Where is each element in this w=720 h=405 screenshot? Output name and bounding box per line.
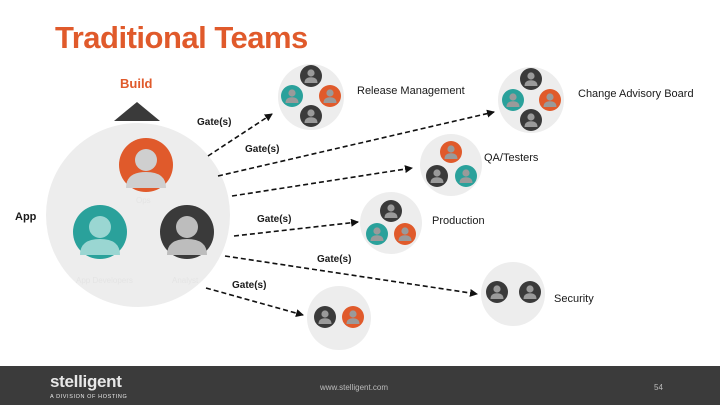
team-label-security: Security (554, 293, 594, 305)
security-group (481, 262, 545, 326)
gate-arrow-security (224, 255, 478, 297)
ops-role-label: Ops (136, 196, 151, 205)
build-label: Build (120, 76, 153, 91)
team-label-production: Production (432, 215, 485, 227)
app-circle (46, 123, 230, 307)
gate-arrow-qa (231, 165, 413, 197)
brand-logo: stelligent (50, 372, 122, 391)
developer-avatar (73, 205, 127, 259)
cab-group (498, 67, 564, 133)
gate-label-bottom: Gate(s) (232, 280, 267, 291)
qa-group (420, 134, 482, 196)
footer-url: www.stelligent.com (320, 383, 389, 392)
page-number: 54 (654, 383, 663, 392)
analyst-avatar (160, 205, 214, 259)
gate-arrow-production (233, 218, 359, 237)
team-label-qa: QA/Testers (484, 152, 539, 164)
ops-avatar (119, 138, 173, 192)
brand-division: A DIVISION OF HOSTING (50, 394, 128, 400)
production-group (360, 192, 422, 254)
team-label-release: Release Management (357, 85, 465, 97)
gate-label-release: Gate(s) (197, 117, 232, 128)
unnamed-group (307, 286, 371, 350)
app-label: App (15, 211, 37, 223)
build-triangle (114, 102, 160, 121)
gate-label-security: Gate(s) (317, 254, 352, 265)
gate-label-production: Gate(s) (257, 214, 292, 225)
release-management-group (278, 64, 344, 130)
gate-arrow-unnamed (205, 287, 304, 317)
footer-bar: stelligent A DIVISION OF HOSTING www.ste… (0, 366, 720, 405)
gate-label-cab: Gate(s) (245, 144, 280, 155)
dev-role-label: App Developers (76, 276, 133, 285)
gate-arrow-release (207, 113, 273, 157)
analyst-role-label: Analyst (172, 276, 199, 285)
slide-title: Traditional Teams (55, 20, 308, 55)
team-label-cab: Change Advisory Board (578, 88, 694, 100)
gate-arrow-cab (217, 109, 495, 177)
